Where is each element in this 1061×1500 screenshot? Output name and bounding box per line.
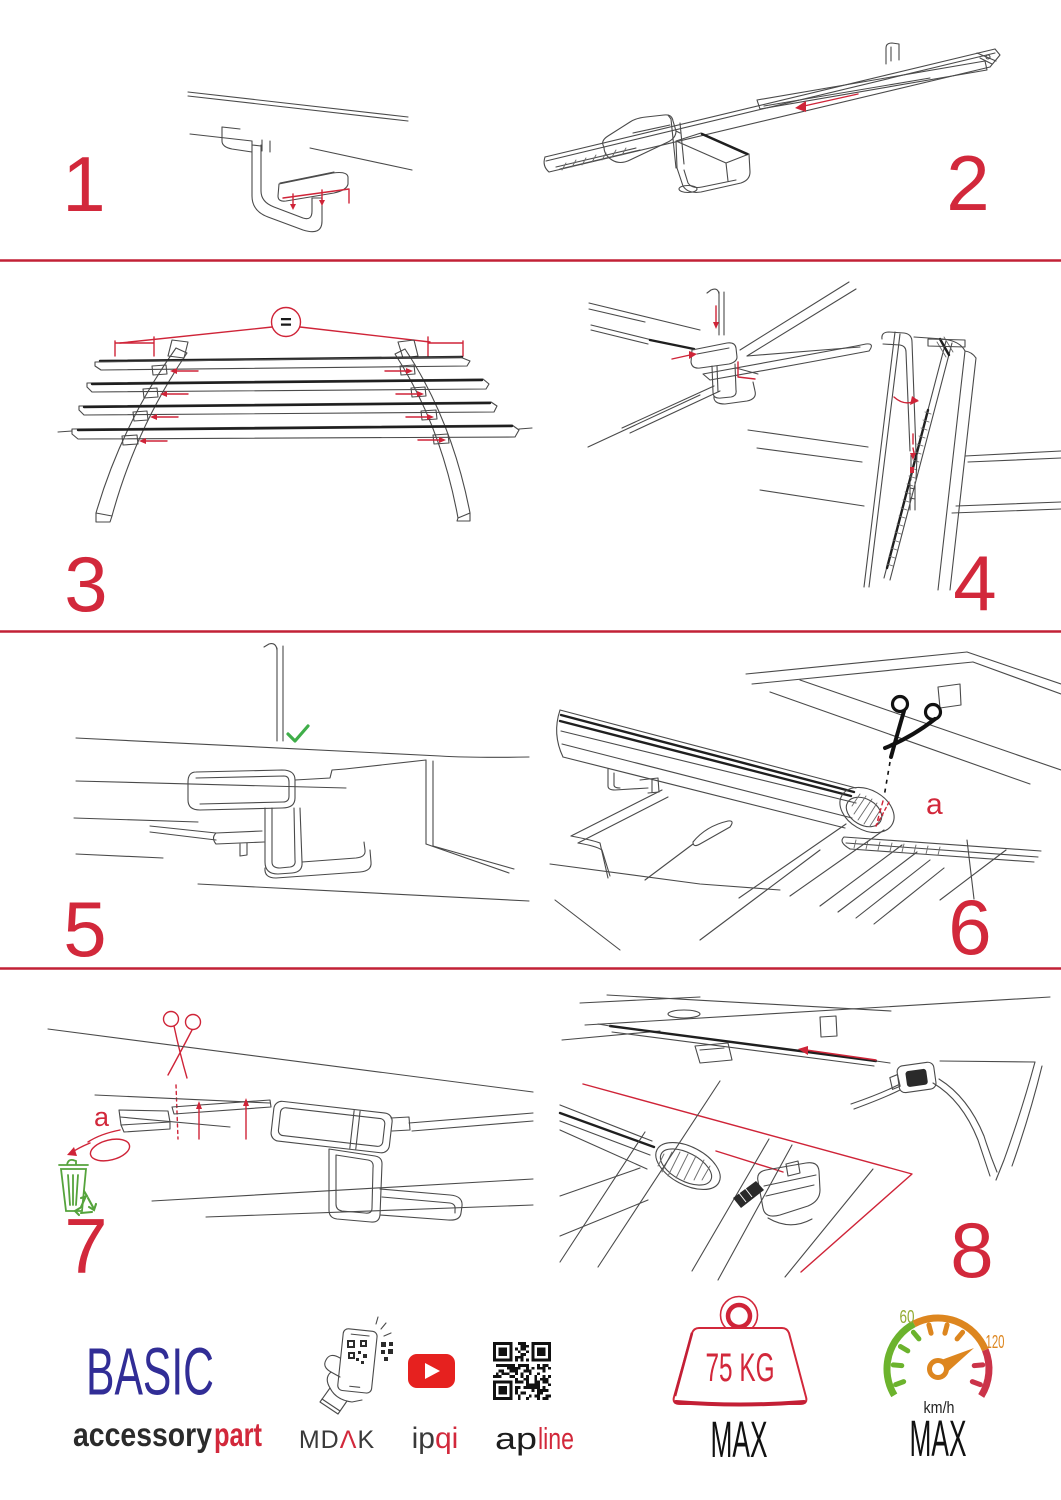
- svg-text:a: a: [926, 788, 943, 821]
- svg-text:part: part: [214, 1416, 262, 1453]
- svg-text:accessory: accessory: [73, 1416, 213, 1453]
- svg-text:1: 1: [62, 140, 105, 228]
- svg-text:MDΛK: MDΛK: [299, 1426, 375, 1454]
- svg-text:7: 7: [64, 1202, 107, 1290]
- svg-text:MAX: MAX: [711, 1411, 768, 1468]
- svg-text:120: 120: [986, 1332, 1005, 1352]
- svg-text:75 KG: 75 KG: [706, 1346, 775, 1390]
- svg-text:line: line: [538, 1421, 574, 1456]
- svg-text:MAX: MAX: [910, 1410, 967, 1467]
- svg-text:3: 3: [64, 540, 107, 628]
- svg-text:ap: ap: [495, 1421, 537, 1456]
- svg-text:8: 8: [950, 1206, 993, 1294]
- svg-text:60: 60: [900, 1307, 915, 1327]
- svg-text:km/h: km/h: [924, 1398, 955, 1417]
- svg-text:4: 4: [953, 539, 996, 627]
- svg-text:=: =: [280, 312, 292, 334]
- svg-text:BASIC: BASIC: [86, 1334, 214, 1409]
- svg-text:2: 2: [946, 139, 989, 227]
- svg-text:a: a: [94, 1102, 110, 1132]
- svg-text:6: 6: [948, 883, 991, 971]
- svg-text:5: 5: [63, 885, 106, 973]
- svg-text:ipqi: ipqi: [412, 1422, 459, 1455]
